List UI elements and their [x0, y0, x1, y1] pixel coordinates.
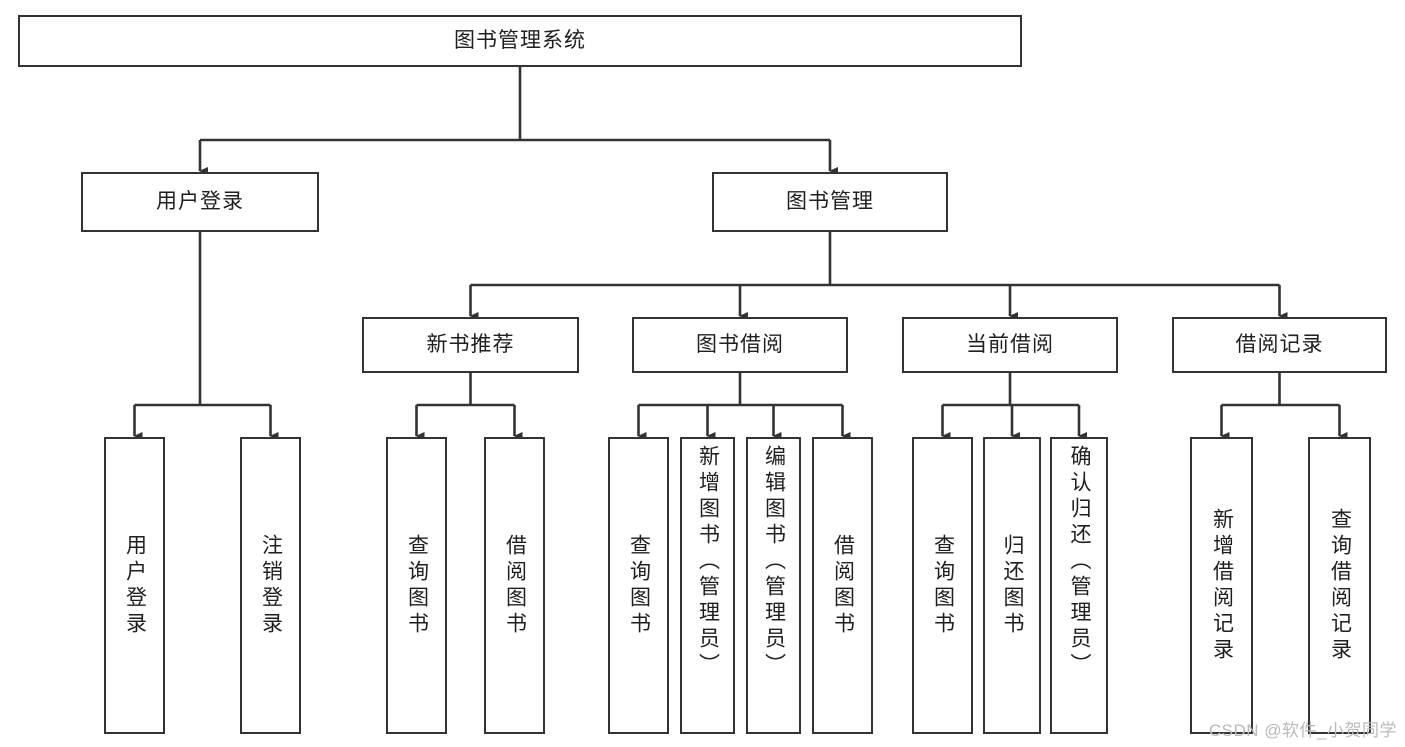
leaf-borrow-book[interactable]: 借阅图书	[812, 437, 873, 734]
node-label: 用户登录	[156, 190, 244, 214]
leaf-user-logout[interactable]: 注销登录	[240, 437, 301, 734]
node-label: 图书管理系统	[454, 29, 586, 53]
node-root-system[interactable]: 图书管理系统	[18, 15, 1022, 67]
leaf-query-book-borrow[interactable]: 查询图书	[608, 437, 669, 734]
node-label: 图书借阅	[696, 333, 784, 357]
node-label: 借阅记录	[1235, 333, 1324, 357]
leaf-confirm-return-admin[interactable]: 确认归还（管理员）	[1050, 437, 1108, 734]
leaf-query-borrow-record[interactable]: 查询借阅记录	[1308, 437, 1371, 734]
node-label: 用户登录	[123, 533, 147, 638]
node-label: 确认归还（管理员）	[1068, 445, 1091, 679]
node-label: 新增图书（管理员）	[696, 445, 720, 679]
node-label: 借阅图书	[831, 533, 855, 638]
node-label: 借阅图书	[503, 533, 527, 638]
node-label: 新增借阅记录	[1210, 507, 1234, 664]
node-current-borrow[interactable]: 当前借阅	[902, 317, 1118, 373]
leaf-add-book-admin[interactable]: 新增图书（管理员）	[680, 437, 735, 734]
leaf-return-book[interactable]: 归还图书	[983, 437, 1041, 734]
node-book-management[interactable]: 图书管理	[712, 172, 948, 232]
node-label: 查询图书	[931, 533, 955, 638]
node-label: 查询借阅记录	[1328, 507, 1352, 664]
node-label: 查询图书	[405, 533, 429, 638]
node-label: 归还图书	[1001, 533, 1024, 638]
node-user-login[interactable]: 用户登录	[81, 172, 319, 232]
node-label: 编辑图书（管理员）	[762, 445, 786, 679]
leaf-user-login[interactable]: 用户登录	[104, 437, 165, 734]
leaf-edit-book-admin[interactable]: 编辑图书（管理员）	[746, 437, 801, 734]
leaf-query-book-recommend[interactable]: 查询图书	[386, 437, 447, 734]
node-label: 查询图书	[627, 533, 651, 638]
leaf-query-book-current[interactable]: 查询图书	[912, 437, 973, 734]
node-label: 当前借阅	[966, 333, 1054, 357]
leaf-add-borrow-record[interactable]: 新增借阅记录	[1190, 437, 1253, 734]
node-new-book-recommendation[interactable]: 新书推荐	[362, 317, 579, 373]
node-label: 注销登录	[259, 533, 283, 638]
leaf-borrow-book-recommend[interactable]: 借阅图书	[484, 437, 545, 734]
node-label: 图书管理	[786, 190, 874, 214]
node-borrow-record[interactable]: 借阅记录	[1172, 317, 1387, 373]
node-book-borrow[interactable]: 图书借阅	[632, 317, 848, 373]
csdn-watermark: CSDN @软件_小贺同学	[1208, 721, 1397, 740]
node-label: 新书推荐	[426, 333, 515, 357]
